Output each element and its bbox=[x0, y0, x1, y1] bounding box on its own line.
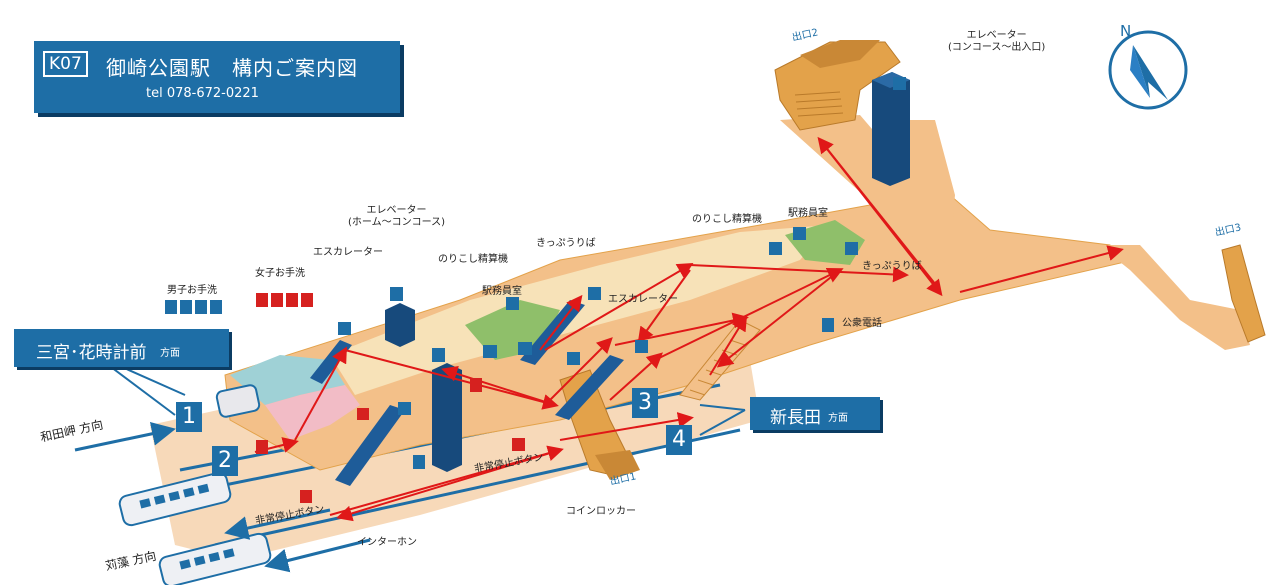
svg-text:N: N bbox=[1120, 22, 1131, 40]
elevator-home-line2: (ホーム～コンコース) bbox=[348, 216, 446, 228]
direction-shinnagata-main: 新長田 bbox=[770, 408, 821, 428]
train-middle bbox=[118, 471, 232, 527]
station-title-panel: K07 御崎公園駅 構内ご案内図 tel 078-672-0221 bbox=[34, 41, 400, 113]
exit2-stairs-top bbox=[800, 40, 880, 68]
exit3-stairs bbox=[1221, 244, 1266, 343]
direction-sannomiya-main: 三宮･花時計前 bbox=[36, 343, 147, 363]
mens-toilet-area bbox=[230, 355, 345, 405]
facility-icons bbox=[165, 77, 906, 503]
elevator-exit-label: エレベーター (コンコース～出入口) bbox=[948, 30, 1045, 53]
direction-sannomiya-suffix: 方面 bbox=[160, 348, 180, 359]
escalator-right-label: エスカレーター bbox=[608, 294, 678, 305]
exit2-step-lines bbox=[794, 91, 844, 117]
coin-locker-label: コインロッカー bbox=[566, 506, 636, 517]
train-bottom bbox=[158, 532, 272, 585]
platform-number-1: 1 bbox=[176, 402, 202, 432]
route-arrows bbox=[254, 136, 1124, 522]
mens-toilet-label: 男子お手洗 bbox=[167, 285, 217, 296]
elevator-exit-line1: エレベーター bbox=[966, 30, 1027, 41]
escalator-bottom bbox=[555, 355, 624, 420]
ticket-right-label: きっぷうりば bbox=[862, 261, 922, 272]
exit3-corridor bbox=[1110, 245, 1250, 350]
direction-shinnagata: 新長田 方面 bbox=[750, 397, 880, 430]
direction-sannomiya: 三宮･花時計前 方面 bbox=[14, 329, 229, 367]
exit1-landing bbox=[595, 450, 640, 480]
intercom-label: インターホン bbox=[357, 537, 417, 548]
platform-elevator-upper bbox=[385, 303, 415, 347]
platform-number-4: 4 bbox=[666, 425, 692, 455]
womens-toilet-area bbox=[265, 385, 360, 440]
station-phone: tel 078-672-0221 bbox=[146, 86, 259, 101]
station-office-right-label: 駅務員室 bbox=[788, 208, 828, 219]
station-office-left-label: 駅務員室 bbox=[482, 286, 522, 297]
direction-shinnagata-suffix: 方面 bbox=[828, 413, 848, 424]
ticket-left-label: きっぷうりば bbox=[536, 238, 596, 249]
train-upper-left bbox=[215, 384, 261, 418]
exit-elevator-shaft bbox=[872, 72, 910, 186]
elevator-home-label: エレベーター (ホーム～コンコース) bbox=[348, 205, 445, 228]
womens-toilet-label: 女子お手洗 bbox=[255, 268, 305, 279]
fare-adjust-right-label: のりこし精算機 bbox=[692, 214, 762, 225]
escalator-left-label: エスカレーター bbox=[313, 247, 383, 258]
platform-elevator-lower bbox=[432, 363, 462, 472]
compass-icon: N bbox=[1108, 22, 1188, 110]
station-code: K07 bbox=[43, 51, 88, 77]
platform-number-3: 3 bbox=[632, 388, 658, 418]
platform-number-2: 2 bbox=[212, 446, 238, 476]
escalator-center bbox=[335, 405, 405, 486]
elevator-home-line1: エレベーター bbox=[366, 205, 427, 216]
fare-adjust-left-label: のりこし精算機 bbox=[438, 254, 508, 265]
elevator-exit-line2: (コンコース～出入口) bbox=[948, 41, 1046, 53]
travel-direction-arrows bbox=[74, 421, 371, 573]
payphone-label: 公衆電話 bbox=[842, 318, 882, 329]
station-title: 御崎公園駅 構内ご案内図 bbox=[106, 56, 358, 80]
